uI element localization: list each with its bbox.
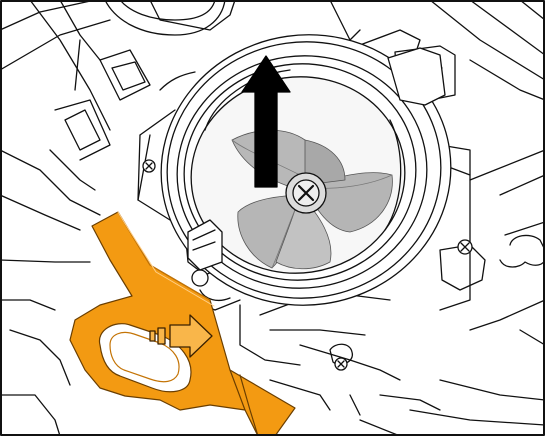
impeller-icon [231,129,393,270]
right-arrow-icon [149,314,213,358]
up-arrow-icon [241,55,291,188]
release-tab-icon [69,211,296,436]
left-latch [187,219,223,271]
screw-icon [285,172,327,214]
right-latch [387,47,446,106]
housing-screws [142,159,473,371]
